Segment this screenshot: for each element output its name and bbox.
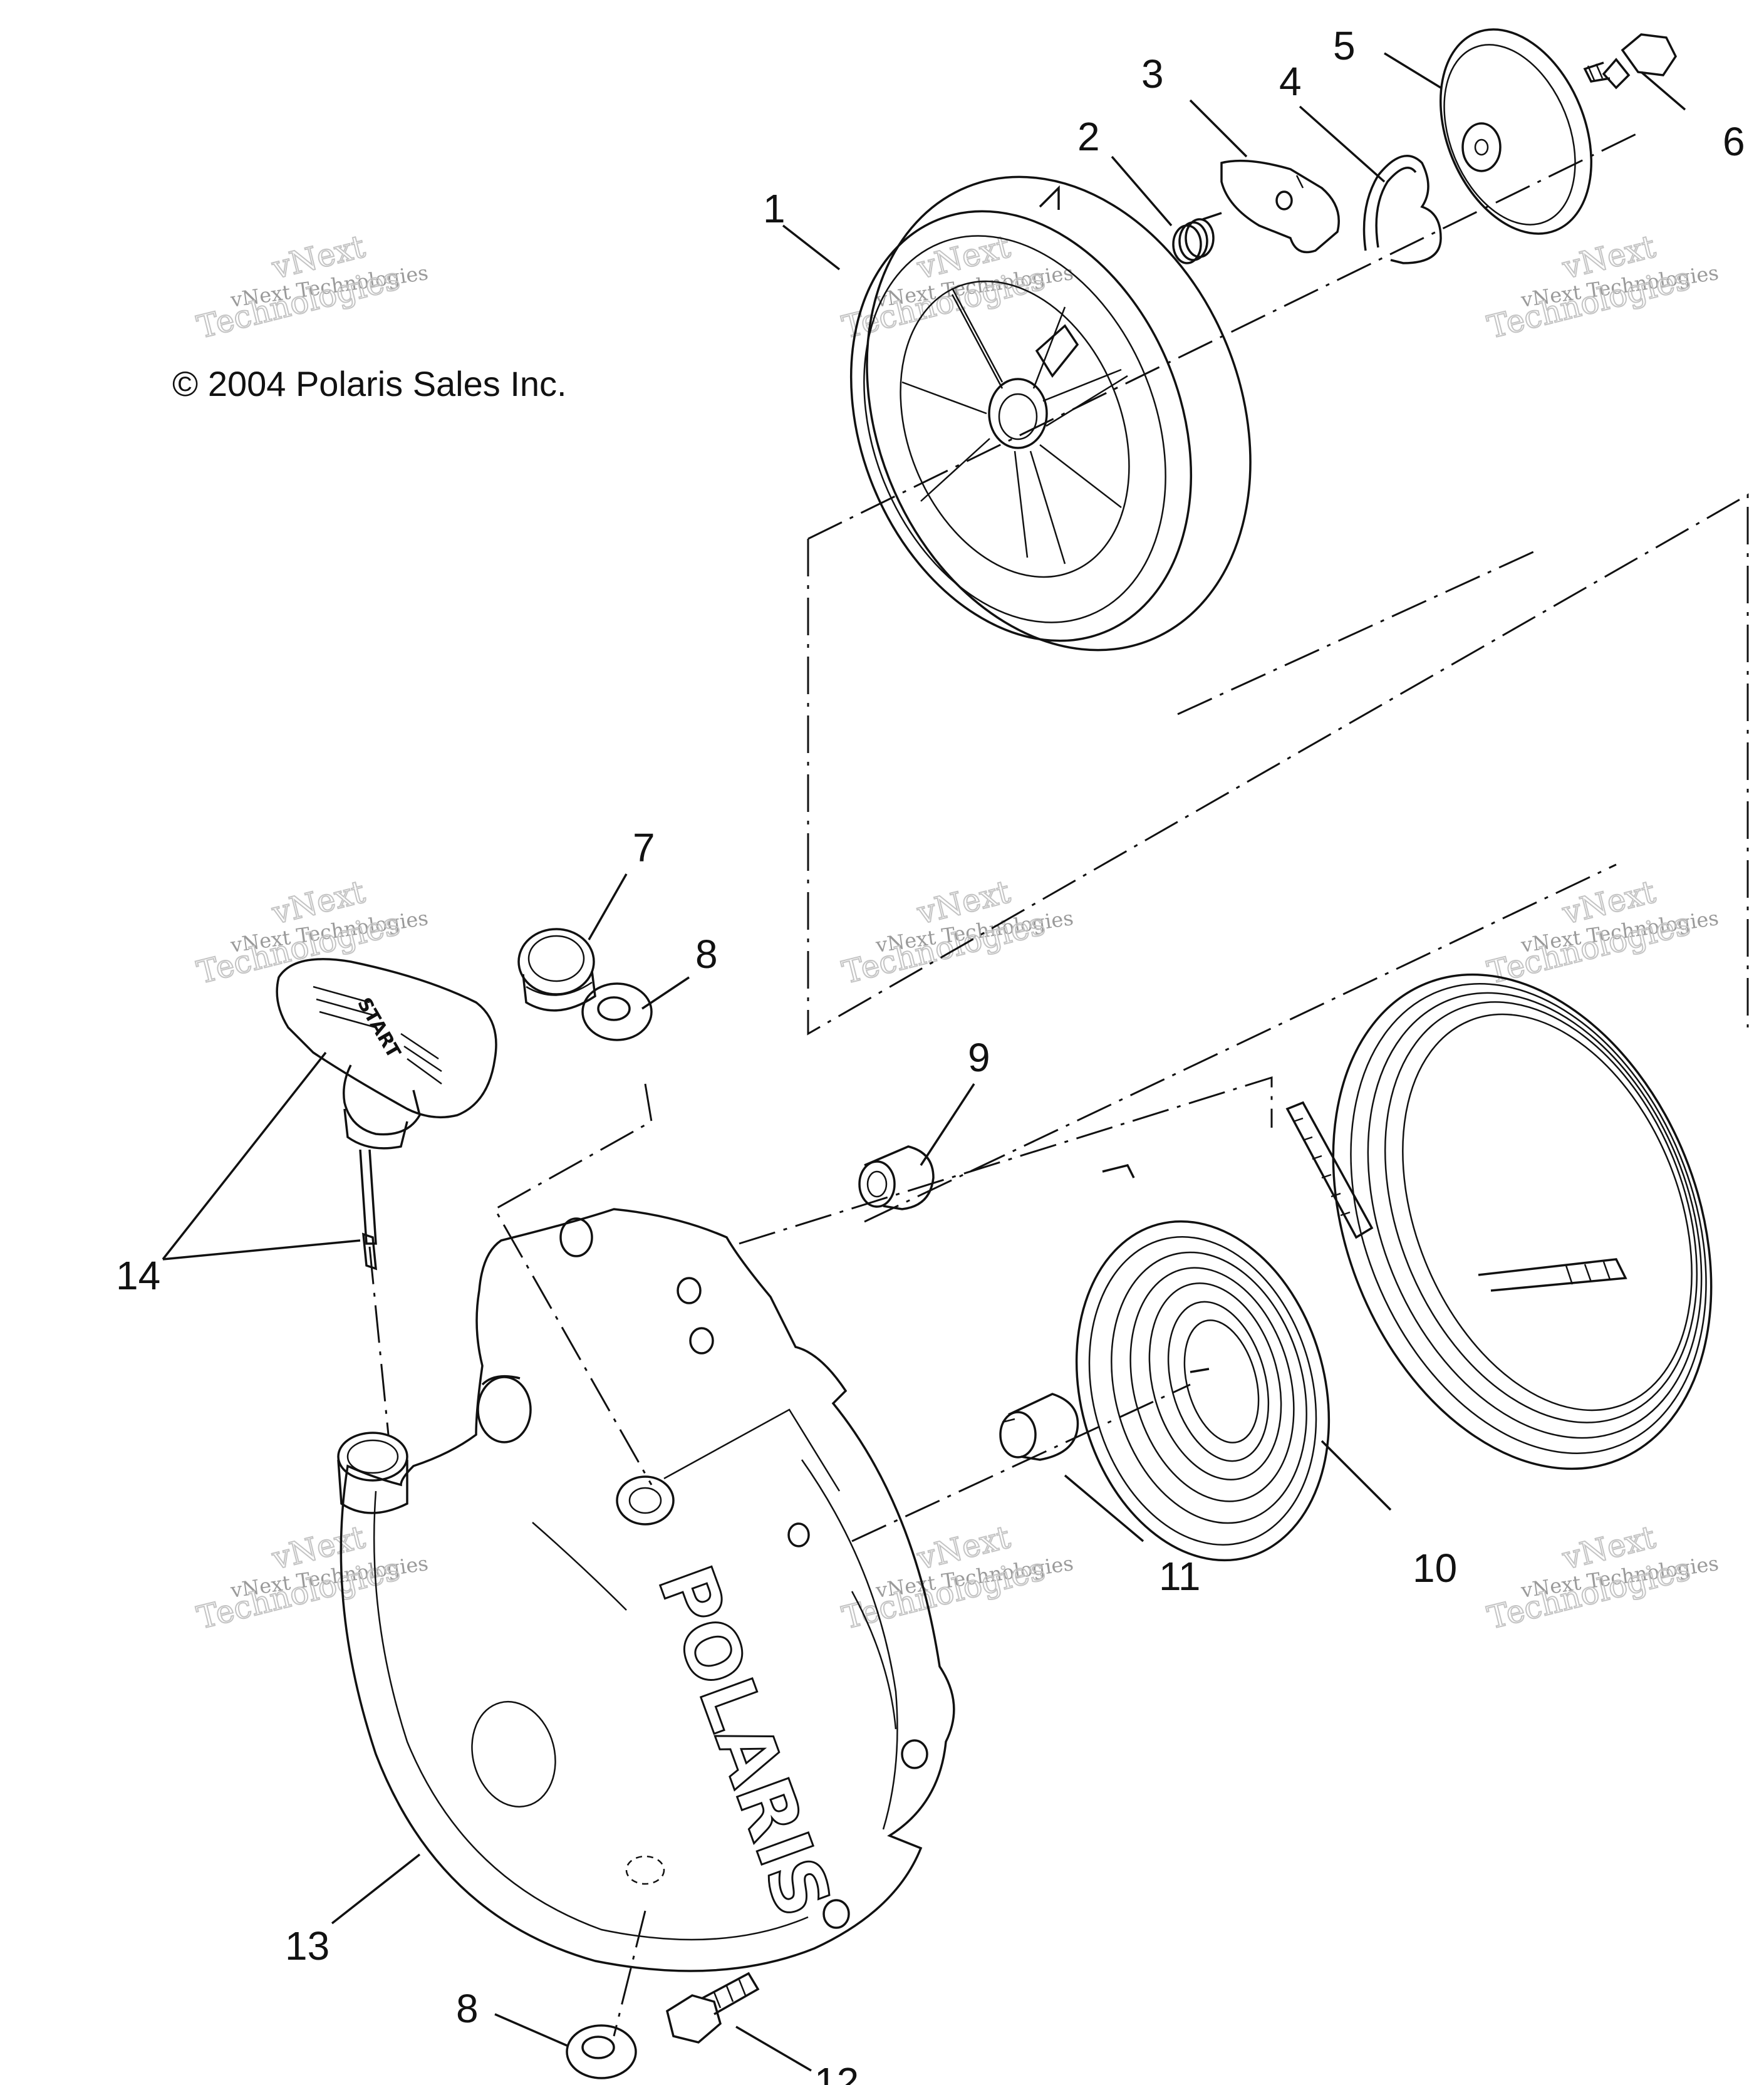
plug-cap bbox=[517, 928, 596, 1012]
watermark-top-center: vNext Technologies vNext Technologies bbox=[838, 227, 1075, 346]
watermark-low-center: vNext Technologies vNext Technologies bbox=[838, 1518, 1075, 1637]
callout-13: 13 bbox=[285, 1923, 329, 1968]
collar bbox=[999, 1393, 1079, 1461]
friction-plate bbox=[1440, 28, 1592, 235]
callout-12: 12 bbox=[814, 2059, 859, 2085]
callout-8-upper: 8 bbox=[695, 932, 718, 977]
callout-1: 1 bbox=[763, 186, 786, 231]
pawl-spring bbox=[1172, 212, 1222, 264]
watermark-mid-right: vNext Technologies vNext Technologies bbox=[1483, 873, 1720, 992]
watermark-low-left: vNext Technologies vNext Technologies bbox=[193, 1518, 430, 1637]
callout-9: 9 bbox=[968, 1035, 990, 1080]
seal-washer-upper bbox=[581, 982, 653, 1041]
callout-6: 6 bbox=[1723, 119, 1745, 164]
callouts: 1 2 3 4 5 6 7 8 9 10 11 12 13 8 14 bbox=[116, 23, 1745, 2085]
callout-4: 4 bbox=[1279, 59, 1302, 104]
callout-3: 3 bbox=[1141, 51, 1164, 96]
watermark-low-right: vNext Technologies vNext Technologies bbox=[1483, 1518, 1720, 1637]
bushing bbox=[858, 1145, 935, 1210]
seal-washer-lower bbox=[566, 2024, 637, 2079]
callout-14: 14 bbox=[116, 1253, 160, 1298]
watermark-top-right: vNext Technologies vNext Technologies bbox=[1483, 227, 1720, 346]
starter-housing-cover: POLARIS bbox=[337, 1208, 955, 1972]
assembly-centerlines bbox=[368, 130, 1749, 2037]
starter-handle: START bbox=[276, 958, 497, 1271]
cover-logo-text: POLARIS bbox=[641, 1555, 848, 1928]
plate-bolt bbox=[1583, 33, 1678, 90]
callout-5: 5 bbox=[1333, 23, 1356, 68]
callout-10: 10 bbox=[1413, 1546, 1457, 1591]
recoil-spring bbox=[1075, 1163, 1331, 1562]
watermark-top-left: vNext Technologies vNext Technologies bbox=[193, 227, 430, 346]
watermark-mid-center: vNext Technologies vNext Technologies bbox=[838, 873, 1075, 992]
handle-start-text: START bbox=[353, 994, 405, 1063]
leader-lines bbox=[162, 52, 1686, 2072]
callout-8-lower: 8 bbox=[456, 1986, 479, 2031]
callout-2: 2 bbox=[1077, 114, 1100, 159]
housing-bolt bbox=[665, 1972, 760, 2044]
callout-11: 11 bbox=[1159, 1554, 1200, 1599]
retainer-clip bbox=[1362, 155, 1442, 264]
copyright-text: © 2004 Polaris Sales Inc. bbox=[172, 364, 567, 403]
pulley-reel bbox=[849, 175, 1252, 652]
rope-coil bbox=[1285, 973, 1713, 1470]
watermark-mid-left: vNext Technologies vNext Technologies bbox=[193, 873, 430, 992]
pawl bbox=[1220, 159, 1340, 254]
callout-7: 7 bbox=[633, 825, 655, 870]
